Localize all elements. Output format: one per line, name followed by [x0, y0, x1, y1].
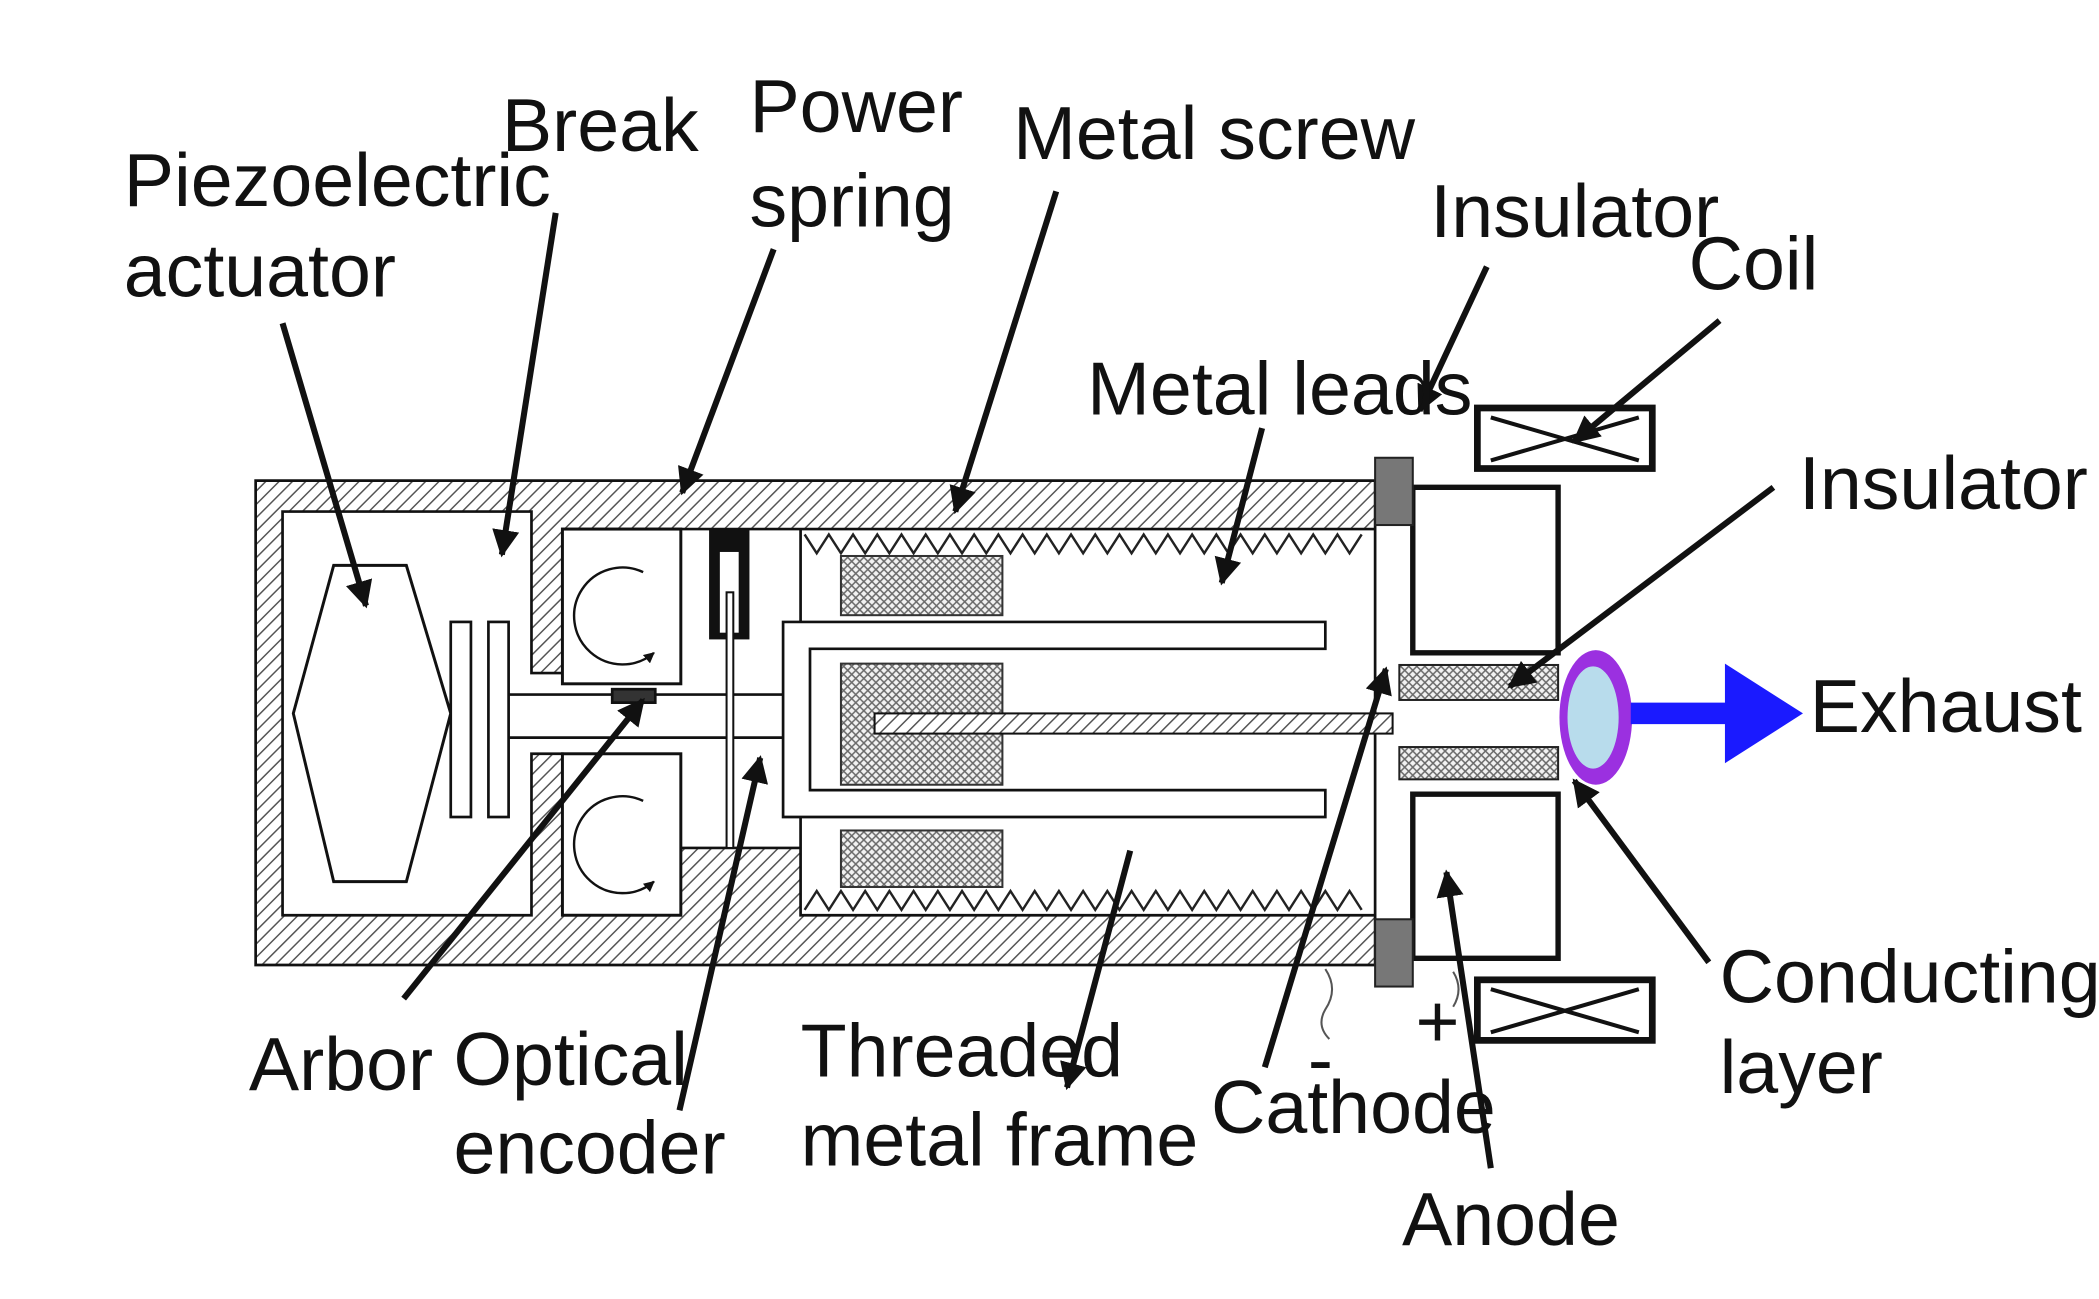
screw-threads: [803, 532, 1363, 913]
exhaust-arrow: [1630, 663, 1803, 764]
screw-thread-top: [803, 532, 1363, 556]
label-break: Break: [502, 83, 699, 167]
minus-sign: -: [1308, 1017, 1333, 1101]
arbor-arrow: [401, 697, 646, 1001]
insulator-top-arrow: [1416, 265, 1490, 414]
label-threaded-frame-line2: metal frame: [801, 1098, 1199, 1182]
label-arbor: Arbor: [249, 1022, 433, 1106]
metal-leads: [781, 620, 1394, 819]
wiring: [1320, 968, 1460, 1040]
plus-sign: +: [1415, 979, 1459, 1063]
label-insulator-right: Insulator: [1799, 441, 2088, 525]
optical-encoder-arrow: [676, 755, 769, 1112]
leader-arrows: [279, 190, 1776, 1169]
label-optical-encoder-line2: encoder: [453, 1106, 725, 1190]
label-metal-screw: Metal screw: [1013, 91, 1415, 175]
conducting-layer-arrow: [1571, 778, 1712, 965]
anode-arrow: [1436, 869, 1494, 1169]
power-spring-arrow: [678, 248, 777, 496]
screw-thread-bottom: [803, 888, 1363, 913]
label-power-spring-line1: Power: [749, 64, 963, 148]
coil: [1474, 404, 1656, 1044]
label-conducting-layer-line1: Conducting: [1720, 935, 2099, 1019]
optical-encoder: [560, 527, 683, 917]
insulator-right-arrow: [1507, 484, 1776, 689]
label-conducting-layer-line2: layer: [1720, 1025, 1883, 1109]
label-threaded-frame-line1: Threaded: [801, 1009, 1123, 1093]
label-piezoelectric-line1: Piezoelectric: [124, 138, 551, 222]
coil-arrow: [1572, 318, 1722, 444]
label-piezoelectric-line2: actuator: [124, 228, 396, 312]
threaded-frame-arrow: [1060, 849, 1134, 1091]
conducting-layer: [1559, 650, 1633, 785]
labels: Piezoelectric actuator Break Power sprin…: [124, 64, 2099, 1261]
piezoelectric-actuator: [291, 563, 453, 884]
label-optical-encoder-line1: Optical: [453, 1017, 687, 1101]
power-spring: [709, 529, 750, 849]
cathode-arrow: [1261, 666, 1392, 1069]
label-coil: Coil: [1689, 222, 1819, 306]
break-arrow: [492, 212, 559, 558]
arbor: [449, 620, 808, 819]
piezo-arrow: [279, 322, 373, 609]
label-insulator-top: Insulator: [1430, 169, 1719, 253]
label-metal-leads: Metal leads: [1087, 347, 1472, 431]
metal-screw-arrow: [949, 190, 1060, 515]
label-cathode: Cathode: [1211, 1065, 1496, 1149]
metal-leads-arrow: [1214, 427, 1266, 586]
label-power-spring-line2: spring: [749, 158, 954, 242]
label-anode: Anode: [1402, 1177, 1620, 1261]
label-exhaust: Exhaust: [1810, 664, 2082, 748]
anode-housing: [1410, 484, 1561, 961]
